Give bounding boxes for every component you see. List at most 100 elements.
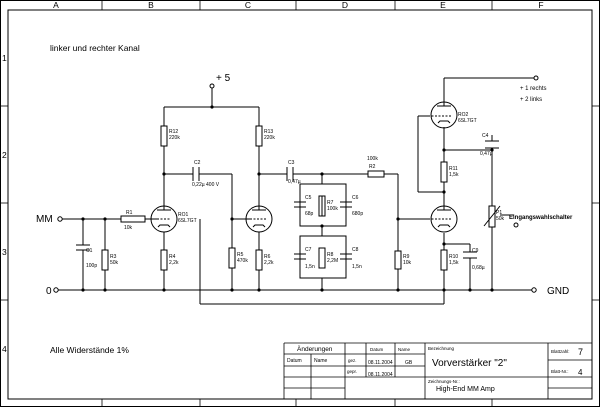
- label-c5-ref: C5: [305, 195, 312, 201]
- label-c7-value: 1,5n: [305, 264, 315, 270]
- resistor-r10: [440, 249, 448, 271]
- label-c3-ref: C3: [288, 160, 295, 166]
- label-r13-ref: R13: [264, 129, 273, 135]
- row-label: 1: [2, 53, 7, 63]
- zeichnungs-label: Zeichnungs-Nr.:: [428, 379, 460, 384]
- drawing-title: Vorverstärker "2": [432, 358, 507, 369]
- label-r11-value: 1,5k: [449, 172, 459, 178]
- ground-terminal-left: [53, 287, 59, 293]
- gez-label: gez.: [348, 358, 357, 363]
- supply-terminal: [209, 83, 215, 89]
- capacitor-c4: [485, 140, 499, 149]
- column-label: A: [53, 0, 59, 10]
- label-r9-ref: R9: [403, 254, 410, 260]
- column-label: F: [538, 0, 543, 10]
- bezeichnung-label: Bezeichnung: [428, 346, 455, 351]
- resistor-r11: [440, 161, 448, 183]
- row-label: 2: [2, 150, 7, 160]
- label-p1-value: 50k: [496, 216, 505, 222]
- ground-label-right: GND: [547, 286, 569, 297]
- selector-label: Eingangswahlschalter: [509, 215, 573, 221]
- changes-col-name: Name: [314, 358, 328, 364]
- row-label: 3: [2, 247, 7, 257]
- capacitor-c9: [463, 251, 477, 259]
- resistor-r1: [120, 215, 146, 223]
- label-c5-value: 68p: [305, 211, 314, 217]
- changes-header: Änderungen: [297, 345, 333, 353]
- label-c2-ref: C2: [194, 160, 201, 166]
- capacitor-symbols: [76, 140, 499, 262]
- blattzahl-value: 7: [578, 347, 583, 357]
- gepr-date: 08.11.2004: [368, 372, 393, 378]
- label-r8-ref: R8: [327, 252, 334, 258]
- label-r6-ref: R6: [264, 254, 271, 260]
- tube-symbols: [150, 101, 458, 233]
- label-c4-value: 0,47µ: [480, 151, 493, 157]
- label-c7-ref: C7: [305, 247, 312, 253]
- potentiometer-p1: [488, 205, 496, 228]
- column-label: C: [245, 0, 251, 10]
- mm-input-terminal: [57, 216, 63, 222]
- resistor-r2: [367, 170, 385, 178]
- label-r12-ref: R12: [169, 129, 178, 135]
- label-ro2-value: 6SL7GT: [458, 118, 477, 124]
- label-r12-value: 220k: [169, 135, 180, 141]
- label-r2-value: 100k: [367, 156, 378, 162]
- supply-label: + 5: [216, 73, 231, 84]
- resistor-symbols: [101, 125, 501, 271]
- title-block: [283, 342, 592, 399]
- terminals: [53, 75, 539, 293]
- column-label: D: [342, 0, 348, 10]
- tube-ro2-upper: [428, 101, 458, 129]
- capacitor-c1: [76, 244, 90, 262]
- resistor-tolerance-note: Alle Widerstände 1%: [50, 345, 129, 355]
- label-r1-ref: R1: [126, 210, 133, 216]
- label-c1-ref: C1: [86, 248, 93, 254]
- label-r10-ref: R10: [449, 254, 458, 260]
- label-r13-value: 220k: [264, 135, 275, 141]
- capacitor-c2: [192, 167, 200, 181]
- label-p1-ref: P1: [496, 210, 502, 216]
- label-r10-value: 1,5k: [449, 260, 459, 266]
- label-c6-ref: C6: [352, 195, 359, 201]
- label-c6-value: 680p: [352, 211, 363, 217]
- output-label-left: + 2 links: [520, 97, 542, 103]
- column-label: B: [148, 0, 154, 10]
- name-header: Name: [398, 347, 411, 352]
- component-labels: R1 10k C1 100p R3 50k R12 220k RO1 6SL7G…: [86, 112, 505, 271]
- column-label: E: [440, 0, 446, 10]
- column-labels: A B C D E F: [53, 0, 543, 10]
- output-terminal: [533, 75, 539, 81]
- label-r11-ref: R11: [449, 166, 458, 172]
- label-r9-value: 10k: [403, 260, 412, 266]
- title-block-text: Änderungen Datum Name Datum Name gez. 08…: [287, 345, 583, 393]
- label-c8-value: 1,5n: [352, 264, 362, 270]
- channel-note: linker und rechter Kanal: [50, 43, 140, 53]
- gepr-label: gepr.: [347, 369, 357, 374]
- gez-date: 08.11.2004: [368, 360, 393, 366]
- resistor-r8: [318, 247, 326, 269]
- label-c9-ref: C9: [472, 248, 479, 254]
- junction-dots: [81, 105, 494, 292]
- output-label-right: + 1 rechts: [520, 86, 547, 92]
- label-c4-ref: C4: [482, 133, 489, 139]
- label-ro2-ref: RO2: [458, 112, 469, 118]
- label-r4-ref: R4: [169, 254, 176, 260]
- label-r5-ref: R5: [237, 252, 244, 258]
- label-ro1-ref: RO1: [178, 212, 189, 218]
- selector-terminal: [513, 222, 519, 228]
- label-r3-ref: R3: [110, 254, 117, 260]
- capacitor-c3: [286, 167, 294, 181]
- ground-label-left: 0: [46, 286, 52, 297]
- label-r7-ref: R7: [327, 200, 334, 206]
- label-r8-value: 2,2M: [327, 258, 338, 264]
- label-c1-value: 100p: [86, 263, 97, 269]
- resistor-r9: [394, 250, 402, 270]
- tube-ro1-left: [150, 205, 178, 233]
- changes-col-datum: Datum: [287, 358, 302, 364]
- resistor-r12: [160, 125, 168, 147]
- blatt-nr-value: 4: [578, 368, 583, 377]
- label-r4-value: 2,2k: [169, 260, 179, 266]
- datum-header: Datum: [370, 347, 384, 352]
